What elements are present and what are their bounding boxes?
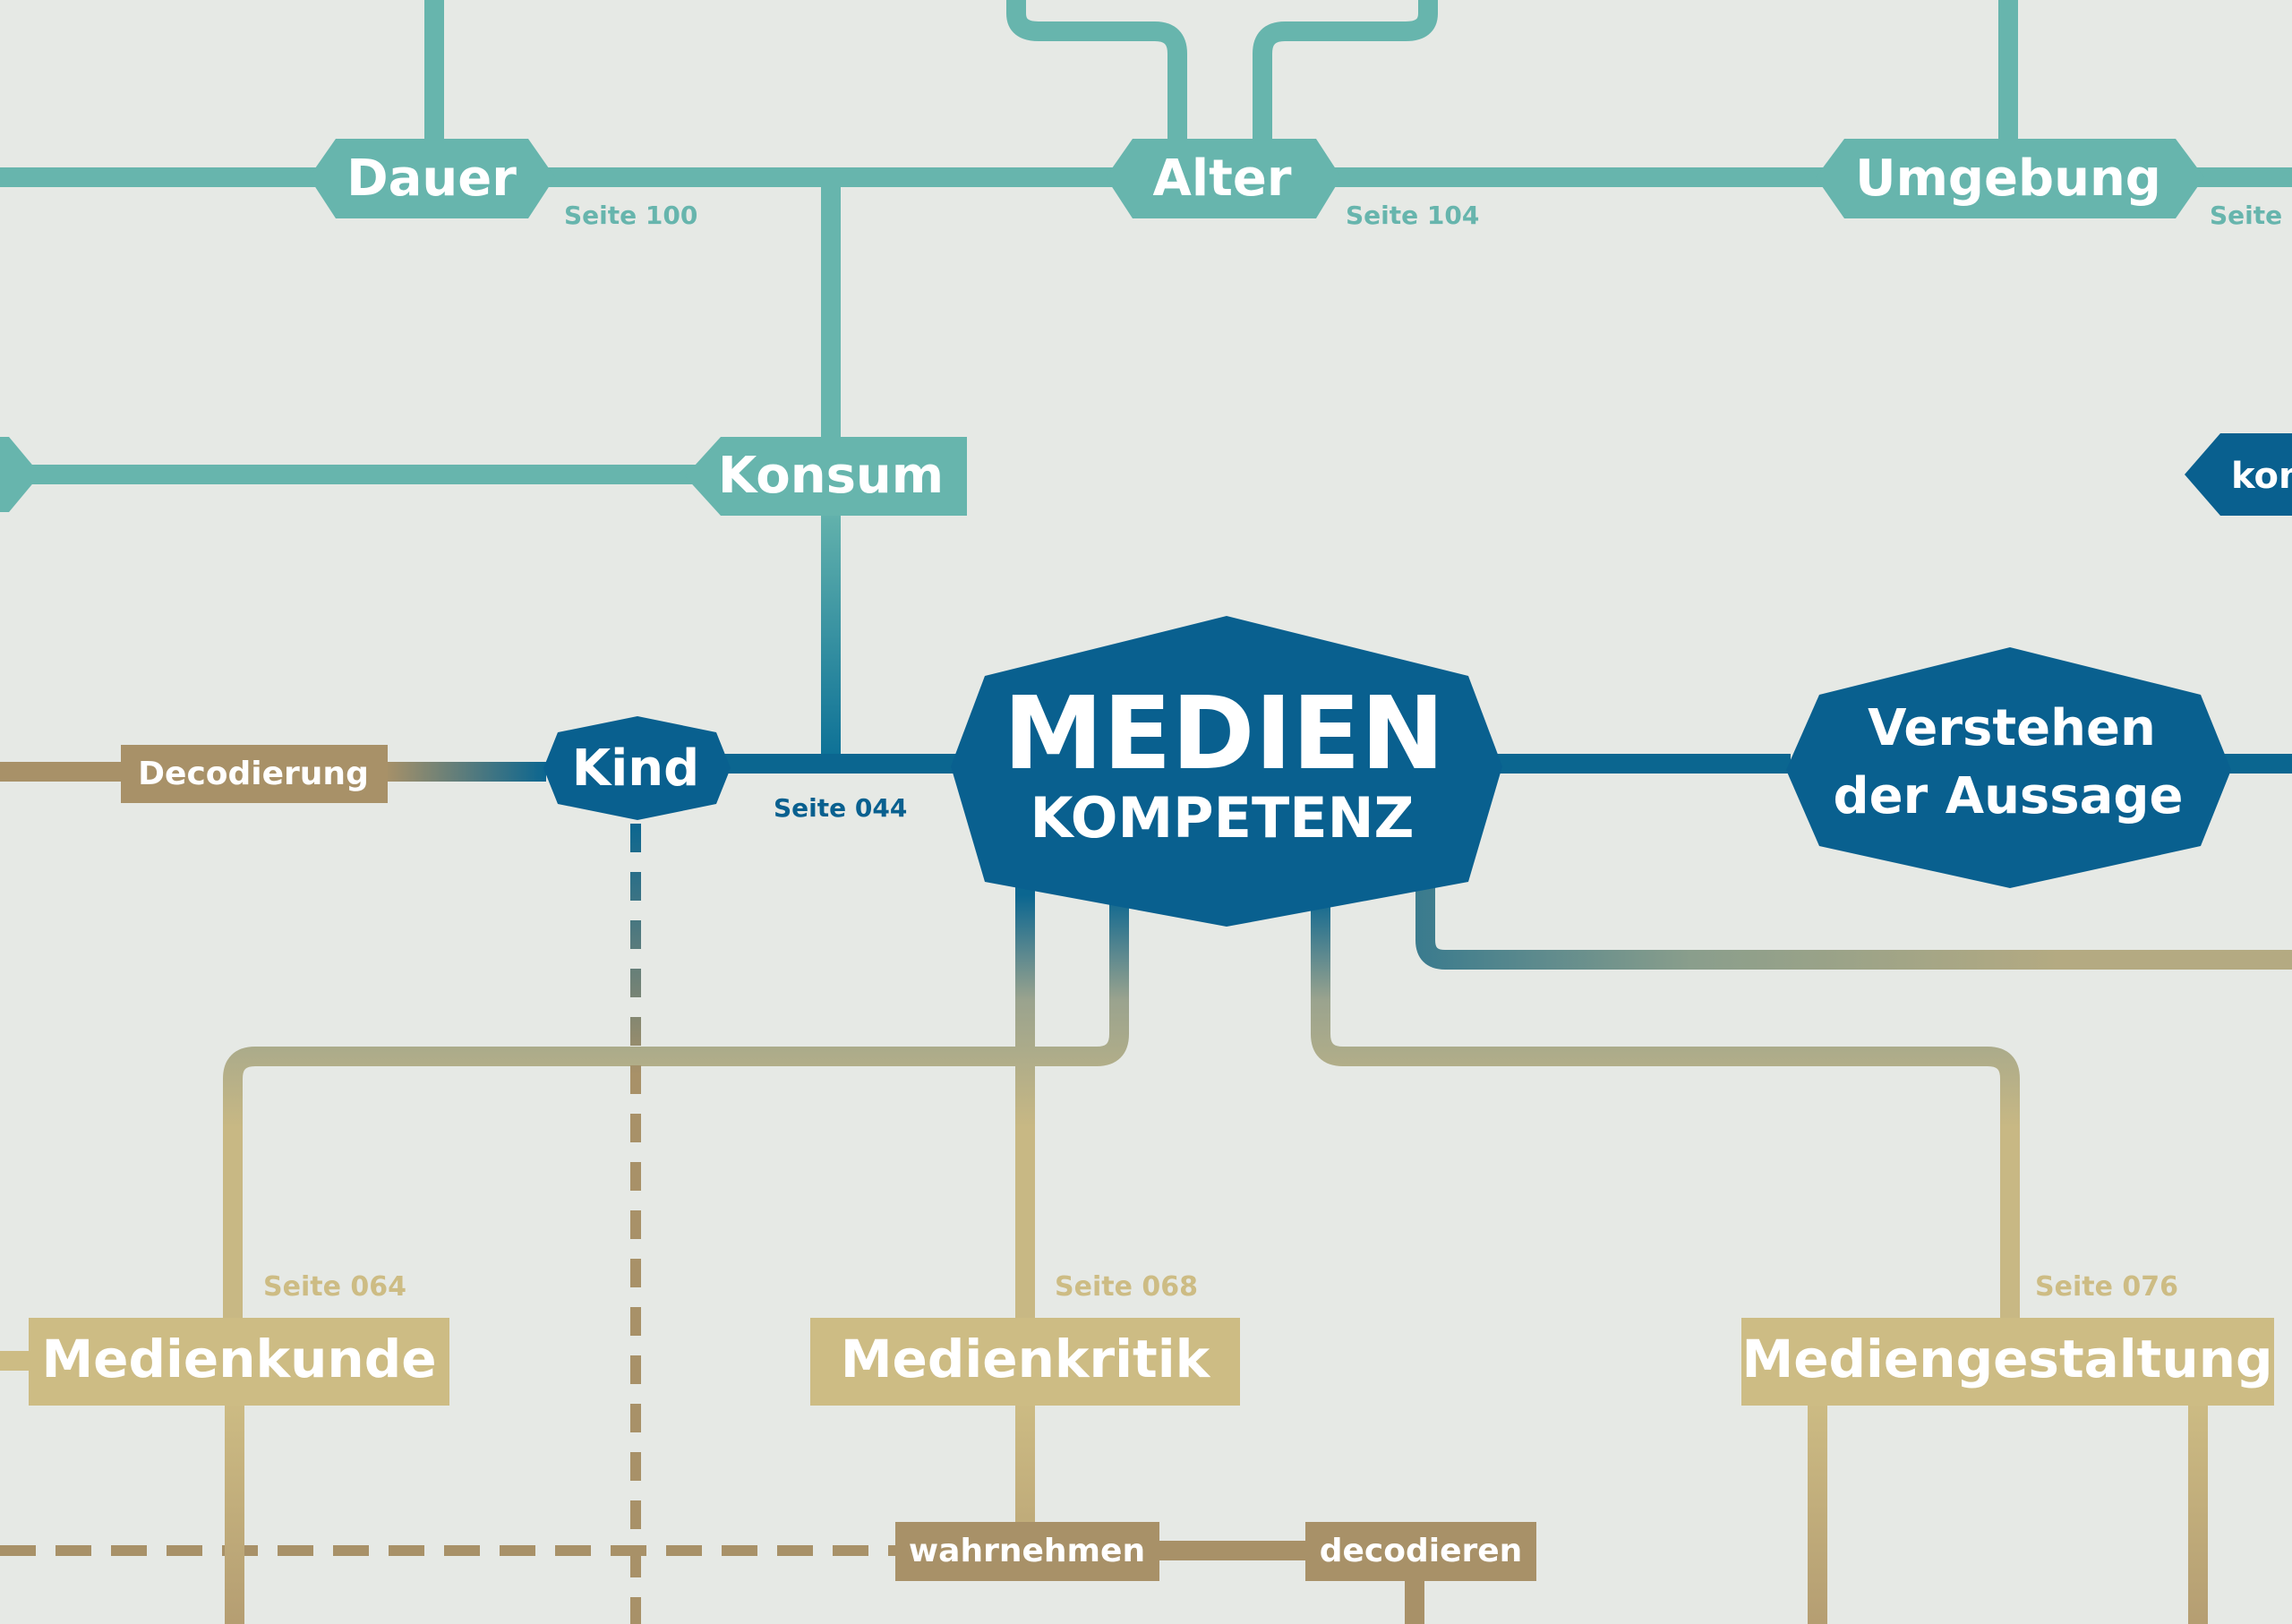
node-alter-page: Seite 104 — [1346, 201, 1479, 230]
node-konsum[interactable]: Konsum — [685, 437, 967, 516]
node-wahrnehmen[interactable]: wahrnehmen — [895, 1522, 1159, 1581]
node-decodierung[interactable]: Decodierung — [121, 745, 388, 803]
node-dauer-label: Dauer — [346, 150, 517, 208]
node-decodierung-label: Decodierung — [138, 756, 369, 792]
connector-center-mediengestaltung — [1311, 895, 2020, 1321]
node-alter[interactable]: Alter Seite 104 — [1106, 139, 1479, 230]
node-mediengestaltung-page: Seite 076 — [2035, 1271, 2178, 1303]
node-kind-label: Kind — [572, 739, 700, 798]
node-alter-label: Alter — [1153, 150, 1292, 208]
node-kom[interactable]: kom — [2185, 433, 2292, 516]
node-medienkompetenz-line2: KOMPETENZ — [1031, 785, 1415, 850]
connector-alter-left — [1006, 0, 1187, 148]
node-medienkompetenz-line1: MEDIEN — [1004, 676, 1445, 792]
node-konsum-label: Konsum — [718, 447, 944, 505]
connector-center-right-branch — [1415, 882, 2292, 970]
node-wahrnehmen-label: wahrnehmen — [909, 1533, 1145, 1569]
connector-alter-right — [1253, 0, 1438, 148]
node-umgebung-page: Seite 1 — [2210, 201, 2292, 230]
node-mediengestaltung-label: Mediengestaltung — [1741, 1329, 2272, 1389]
node-medienkritik[interactable]: Medienkritik Seite 068 — [810, 1271, 1240, 1406]
node-kind-page: Seite 044 — [774, 793, 907, 823]
node-verstehen-der-aussage[interactable]: Verstehen der Aussage — [1786, 647, 2231, 888]
node-medienkompetenz[interactable]: MEDIEN KOMPETENZ — [951, 616, 1502, 927]
node-dauer-page: Seite 100 — [564, 201, 697, 230]
node-verstehen-line2: der Aussage — [1834, 767, 2184, 825]
left-arrow-marker — [0, 437, 40, 512]
node-medienkritik-page: Seite 068 — [1055, 1271, 1198, 1303]
node-decodieren[interactable]: decodieren — [1305, 1522, 1536, 1581]
node-verstehen-line1: Verstehen — [1868, 699, 2156, 757]
connector-center-medienkunde — [223, 895, 1129, 1321]
node-umgebung[interactable]: Umgebung Seite 1 — [1816, 139, 2292, 230]
node-medienkunde[interactable]: Medienkunde Seite 064 — [29, 1271, 449, 1406]
node-umgebung-label: Umgebung — [1855, 150, 2161, 208]
node-kom-label: kom — [2231, 456, 2292, 497]
node-dauer[interactable]: Dauer Seite 100 — [309, 139, 697, 230]
node-medienkunde-page: Seite 064 — [263, 1271, 406, 1303]
node-medienkunde-label: Medienkunde — [41, 1329, 436, 1389]
node-mediengestaltung[interactable]: Mediengestaltung Seite 076 — [1741, 1271, 2274, 1406]
node-medienkritik-label: Medienkritik — [841, 1329, 1211, 1389]
node-kind[interactable]: Kind Seite 044 — [543, 716, 907, 823]
node-decodieren-label: decodieren — [1320, 1533, 1523, 1569]
